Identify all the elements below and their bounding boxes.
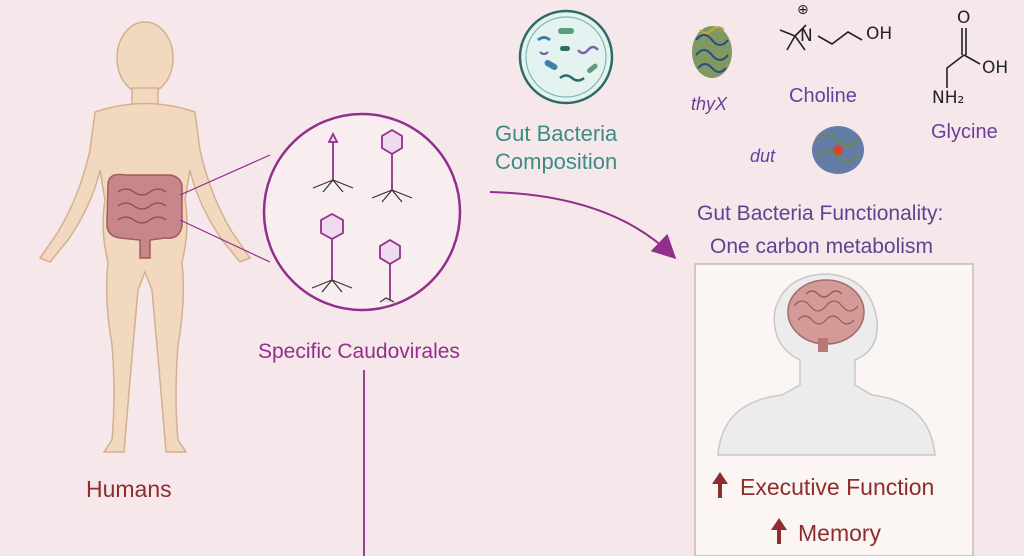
bacteriophage-icon xyxy=(311,128,413,303)
connector-arrow xyxy=(489,191,677,260)
glycine-hydroxyl: OH xyxy=(982,58,1009,78)
choline-structure xyxy=(779,24,863,51)
gut-bacteria-composition-label: Gut Bacteria Composition xyxy=(495,120,617,176)
memory-label: Memory xyxy=(798,520,882,546)
executive-function-label: Executive Function xyxy=(740,474,935,500)
protein-structure-icon xyxy=(692,26,732,78)
glycine-amine: NH₂ xyxy=(932,88,965,108)
protein-structure-icon xyxy=(812,126,864,174)
choline-charge: ⊕ xyxy=(797,2,809,18)
bacteria-dish-icon xyxy=(518,9,614,105)
glycine-oxygen: O xyxy=(957,8,971,28)
up-arrow-icon xyxy=(712,472,728,498)
caudovirales-label: Specific Caudovirales xyxy=(258,340,460,363)
intestine-icon xyxy=(106,173,183,259)
functionality-title: Gut Bacteria Functionality: xyxy=(697,202,944,225)
human-body-icon xyxy=(38,21,252,453)
functionality-subtitle: One carbon metabolism xyxy=(710,235,933,258)
gut-bacteria-composition-line2: Composition xyxy=(495,149,618,174)
gut-bacteria-composition-line1: Gut Bacteria xyxy=(495,121,618,146)
brain-head-icon xyxy=(717,273,936,456)
up-arrow-icon xyxy=(771,518,787,544)
choline-nitrogen: N xyxy=(800,26,813,46)
humans-label: Humans xyxy=(86,476,172,502)
choline-hydroxyl: OH xyxy=(866,24,893,44)
thyx-label: thyX xyxy=(691,94,728,114)
glycine-label: Glycine xyxy=(931,121,998,143)
dut-label: dut xyxy=(750,146,776,166)
phage-circle xyxy=(262,112,462,312)
glycine-structure xyxy=(946,28,981,88)
choline-label: Choline xyxy=(789,85,857,107)
